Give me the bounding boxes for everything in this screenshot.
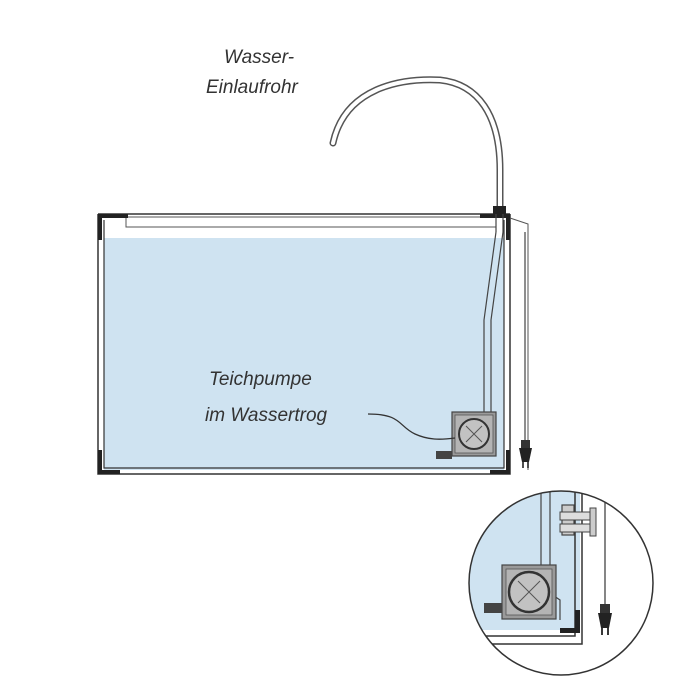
pump-leader-line	[367, 413, 456, 440]
water-trough	[97, 213, 529, 475]
riser-pipe	[483, 206, 506, 412]
pump-label-line1: Teichpumpe	[209, 369, 312, 390]
plug-icon	[519, 440, 532, 468]
water-inlet-pipe	[329, 76, 504, 214]
inlet-pipe-label-line2: Einlaufrohr	[206, 77, 299, 98]
trough-rim	[125, 216, 497, 228]
water-body	[104, 238, 504, 470]
zoom-plug-icon	[598, 604, 612, 635]
pump-label-line2: im Wassertrog	[205, 405, 328, 426]
detail-zoom-view	[468, 490, 654, 676]
pond-pump	[436, 411, 497, 459]
power-cable	[519, 232, 532, 468]
inlet-pipe-label-line1: Wasser-	[224, 47, 294, 68]
